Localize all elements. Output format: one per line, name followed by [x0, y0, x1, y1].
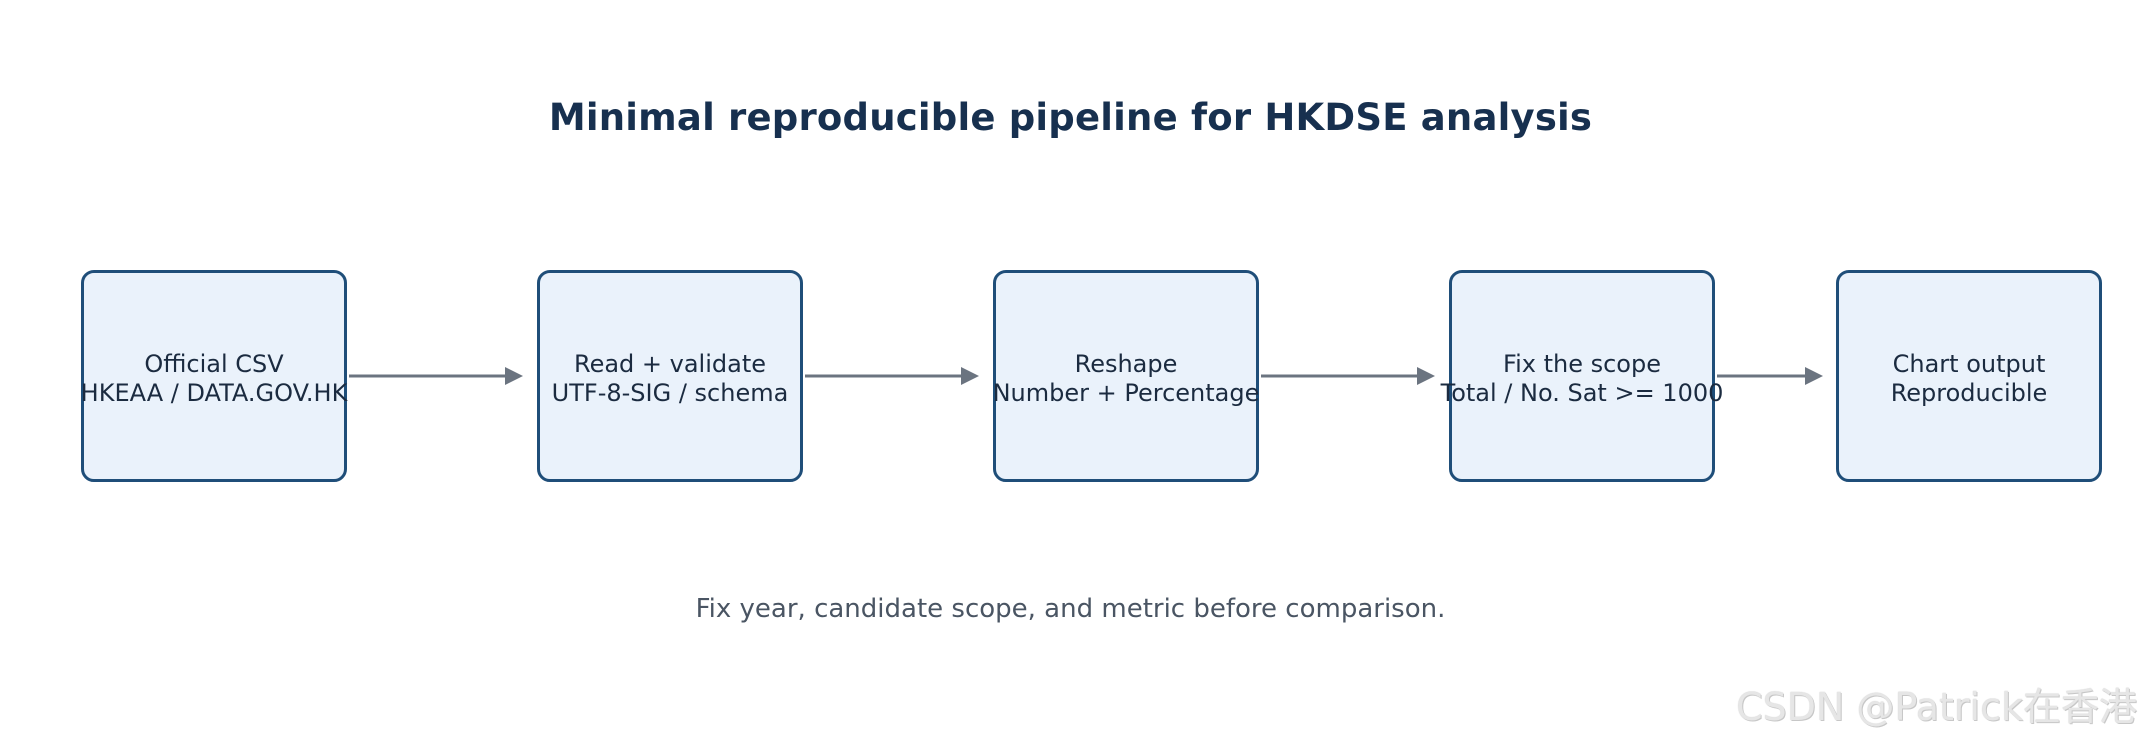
arrow-reshape-to-scope — [1261, 367, 1435, 385]
step-detail: Reproducible — [1890, 379, 2048, 407]
step-label-read-validate: Read + validate UTF-8-SIG / schema — [470, 350, 870, 408]
watermark: CSDN @Patrick在香港 — [1736, 685, 2137, 729]
step-title: Chart output — [1892, 350, 2046, 378]
step-box-official-csv — [81, 270, 347, 482]
step-label-reshape: Reshape Number + Percentage — [926, 350, 1326, 408]
step-box-read-validate — [537, 270, 803, 482]
step-label-official-csv: Official CSV HKEAA / DATA.GOV.HK — [14, 350, 414, 408]
step-detail: HKEAA / DATA.GOV.HK — [80, 379, 348, 407]
arrow-validate-to-reshape — [805, 367, 979, 385]
arrow-scope-to-chart — [1717, 367, 1823, 385]
arrow-csv-to-validate — [349, 367, 523, 385]
step-box-chart-output — [1836, 270, 2102, 482]
step-label-fix-scope: Fix the scope Total / No. Sat >= 1000 — [1382, 350, 1782, 408]
diagram-title: Minimal reproducible pipeline for HKDSE … — [548, 96, 1593, 139]
step-label-chart-output: Chart output Reproducible — [1769, 350, 2141, 408]
step-title: Reshape — [1074, 350, 1178, 378]
step-title: Read + validate — [573, 350, 767, 378]
diagram-caption: Fix year, candidate scope, and metric be… — [695, 594, 1446, 624]
step-detail: UTF-8-SIG / schema — [551, 379, 789, 407]
step-detail: Number + Percentage — [992, 379, 1260, 407]
step-box-reshape — [993, 270, 1259, 482]
step-title: Fix the scope — [1503, 350, 1661, 378]
step-detail: Total / No. Sat >= 1000 — [1440, 379, 1724, 407]
step-title: Official CSV — [144, 350, 284, 378]
step-box-fix-scope — [1449, 270, 1715, 482]
